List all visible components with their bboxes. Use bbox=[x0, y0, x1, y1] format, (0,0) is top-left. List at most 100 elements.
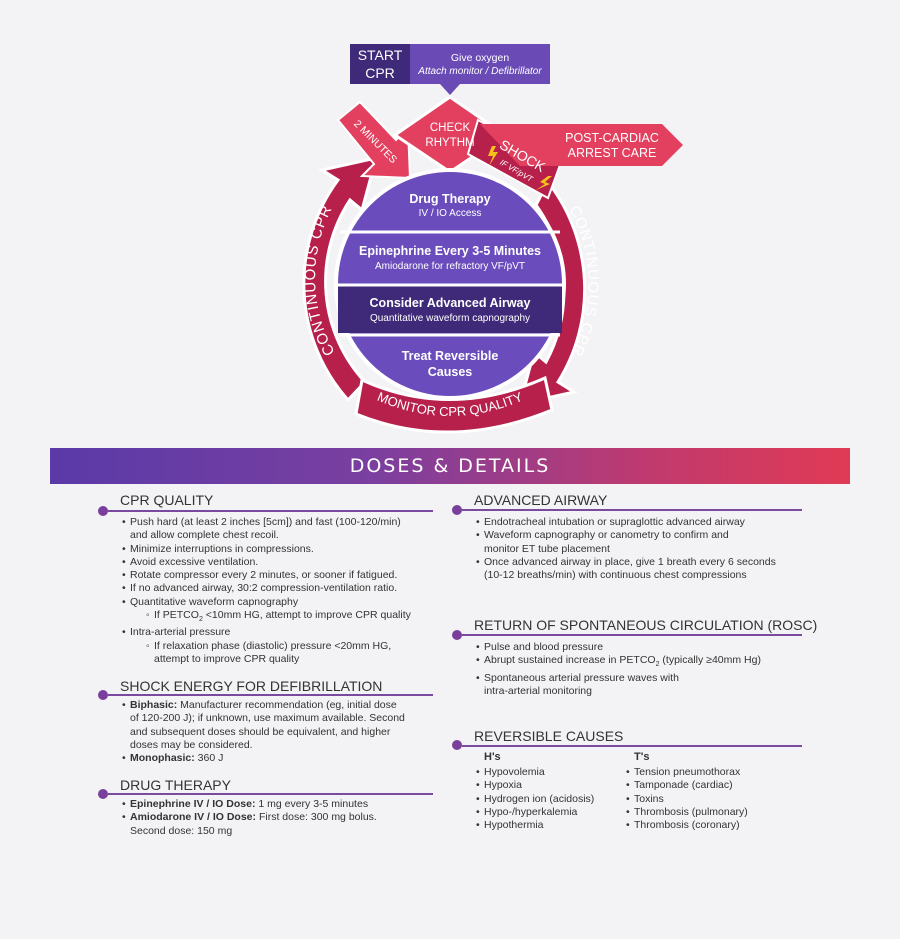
petco-suffix: <10mm HG, attempt to improve CPR quality bbox=[202, 609, 411, 622]
biphasic-text: Manufacturer recommendation (eg, initial… bbox=[177, 699, 397, 711]
epinephrine-sub: Amiodarone for refractory VF/pVT bbox=[375, 261, 525, 272]
list-item: Minimize interruptions in compressions. bbox=[122, 543, 452, 556]
list-item: Intra-arterial pressure bbox=[122, 626, 452, 639]
list-item: Hypo-/hyperkalemia bbox=[476, 806, 626, 819]
section-bullet bbox=[98, 690, 108, 700]
list-item: Pulse and blood pressure bbox=[476, 641, 816, 654]
cpr-quality-list: Push hard (at least 2 inches [5cm]) and … bbox=[122, 516, 452, 666]
list-item: Once advanced airway in place, give 1 br… bbox=[476, 556, 816, 569]
section-underline bbox=[462, 509, 802, 511]
advanced-airway-heading: ADVANCED AIRWAY bbox=[474, 492, 608, 508]
section-bullet bbox=[98, 789, 108, 799]
list-item: Tension pneumothorax bbox=[626, 766, 796, 779]
ts-heading: T's bbox=[634, 751, 650, 763]
hs-heading: H's bbox=[484, 751, 501, 763]
list-item: attempt to improve CPR quality bbox=[154, 653, 300, 666]
list-item: Thrombosis (pulmonary) bbox=[626, 806, 796, 819]
post-arrest-arrow bbox=[480, 124, 683, 166]
list-item: Hypoxia bbox=[476, 779, 626, 792]
amio-label: Amiodarone IV / IO Dose: bbox=[130, 811, 257, 824]
list-item: Tamponade (cardiac) bbox=[626, 779, 796, 792]
list-item: Waveform capnography or canometry to con… bbox=[476, 529, 816, 542]
list-item: If relaxation phase (diastolic) pressure… bbox=[122, 640, 452, 653]
rosc-petco-prefix: Abrupt sustained increase in PETCO bbox=[484, 654, 656, 667]
list-item: Hydrogen ion (acidosis) bbox=[476, 793, 626, 806]
section-underline bbox=[108, 694, 433, 696]
advanced-airway-list: Endotracheal intubation or supraglottic … bbox=[476, 516, 816, 582]
list-item: Avoid excessive ventilation. bbox=[122, 556, 452, 569]
shock-energy-heading: SHOCK ENERGY FOR DEFIBRILLATION bbox=[120, 678, 383, 694]
drug-therapy-list: Epinephrine IV / IO Dose: 1 mg every 3-5… bbox=[122, 798, 452, 838]
list-item: Spontaneous arterial pressure waves with bbox=[476, 672, 816, 685]
drug-therapy-heading: DRUG THERAPY bbox=[120, 777, 231, 793]
cpr-cycle-diagram: START CPR Give oxygen Attach monitor / D… bbox=[302, 44, 683, 434]
section-bullet bbox=[452, 630, 462, 640]
list-item: If no advanced airway, 30:2 compression-… bbox=[122, 582, 452, 595]
section-bullet bbox=[98, 506, 108, 516]
list-item: and allow complete chest recoil. bbox=[130, 529, 279, 542]
cpr-quality-heading: CPR QUALITY bbox=[120, 492, 214, 508]
rosc-heading: RETURN OF SPONTANEOUS CIRCULATION (ROSC) bbox=[474, 617, 818, 633]
reversible-title: Treat Reversible bbox=[402, 349, 499, 363]
epi-label: Epinephrine IV / IO Dose: bbox=[130, 798, 256, 810]
list-item: monitor ET tube placement bbox=[484, 542, 610, 555]
drug-therapy-title: Drug Therapy bbox=[409, 192, 490, 206]
section-underline bbox=[462, 634, 802, 636]
list-item: Rotate compressor every 2 minutes, or so… bbox=[122, 569, 452, 582]
start-cpr-line1: START bbox=[358, 47, 403, 63]
rosc-petco-suffix: (typically ≥40mm Hg) bbox=[659, 654, 761, 667]
list-item: Abrupt sustained increase in PETCO2 (typ… bbox=[476, 654, 816, 671]
list-item: Thrombosis (coronary) bbox=[626, 819, 796, 832]
list-item: Quantitative waveform capnography bbox=[122, 596, 452, 609]
biphasic-label: Biphasic: bbox=[130, 699, 178, 711]
continuous-cpr-left-arrow bbox=[302, 155, 379, 403]
drug-therapy-sub: IV / IO Access bbox=[419, 208, 482, 219]
list-item: Amiodarone IV / IO Dose: First dose: 300… bbox=[122, 811, 452, 824]
list-item: Biphasic: Manufacturer recommendation (e… bbox=[122, 699, 452, 712]
doses-details-banner: DOSES & DETAILS bbox=[50, 448, 850, 484]
petco-prefix: If PETCO bbox=[154, 609, 199, 622]
epinephrine-title: Epinephrine Every 3-5 Minutes bbox=[359, 244, 541, 258]
two-minutes-arrow bbox=[336, 100, 412, 180]
list-item: Push hard (at least 2 inches [5cm]) and … bbox=[122, 516, 452, 529]
check-rhythm-line2: RHYTHM bbox=[425, 137, 474, 149]
section-underline bbox=[462, 745, 802, 747]
center-band-airway bbox=[338, 285, 562, 333]
monophasic-label: Monophasic: bbox=[130, 752, 195, 765]
reversible-sub: Causes bbox=[428, 365, 473, 379]
check-rhythm-line1: CHECK bbox=[430, 122, 471, 134]
start-cpr-box bbox=[350, 44, 410, 84]
list-item: Epinephrine IV / IO Dose: 1 mg every 3-5… bbox=[122, 798, 452, 811]
list-item: (10-12 breaths/min) with continuous ches… bbox=[484, 569, 747, 582]
ts-list: Tension pneumothorax Tamponade (cardiac)… bbox=[626, 766, 796, 832]
list-item: Toxins bbox=[626, 793, 796, 806]
lightning-icon bbox=[536, 176, 552, 190]
list-item: Hypovolemia bbox=[476, 766, 626, 779]
monophasic-text: 360 J bbox=[194, 752, 224, 765]
monitor-cpr-quality-band bbox=[354, 375, 554, 434]
attach-monitor-text: Attach monitor / Defibrillator bbox=[417, 66, 542, 77]
post-arrest-line1: POST-CARDIAC bbox=[565, 131, 659, 145]
section-underline bbox=[108, 793, 433, 795]
post-arrest-line2: ARREST CARE bbox=[568, 146, 657, 160]
list-item: Hypothermia bbox=[476, 819, 626, 832]
give-oxygen-text: Give oxygen bbox=[451, 52, 510, 64]
start-pointer bbox=[440, 84, 460, 95]
start-info-box bbox=[410, 44, 550, 84]
list-item: doses may be considered. bbox=[130, 738, 253, 751]
section-underline bbox=[108, 510, 433, 512]
petco-subscript: 2 bbox=[198, 616, 203, 624]
airway-title: Consider Advanced Airway bbox=[370, 296, 531, 310]
rosc-list: Pulse and blood pressure Abrupt sustaine… bbox=[476, 641, 816, 698]
list-item: Second dose: 150 mg bbox=[130, 824, 233, 837]
airway-sub: Quantitative waveform capnography bbox=[370, 313, 530, 324]
banner-title: DOSES & DETAILS bbox=[349, 455, 551, 477]
list-item: If PETCO2 <10mm HG, attempt to improve C… bbox=[122, 609, 452, 626]
list-item: intra-arterial monitoring bbox=[484, 684, 592, 697]
shock-energy-list: Biphasic: Manufacturer recommendation (e… bbox=[122, 699, 452, 765]
hs-list: Hypovolemia Hypoxia Hydrogen ion (acidos… bbox=[476, 766, 626, 832]
list-item: of 120-200 J); if unknown, use maximum a… bbox=[130, 712, 405, 725]
rosc-petco-subscript: 2 bbox=[655, 661, 660, 669]
epi-text: 1 mg every 3-5 minutes bbox=[255, 798, 369, 810]
list-item: Monophasic: 360 J bbox=[122, 752, 452, 765]
